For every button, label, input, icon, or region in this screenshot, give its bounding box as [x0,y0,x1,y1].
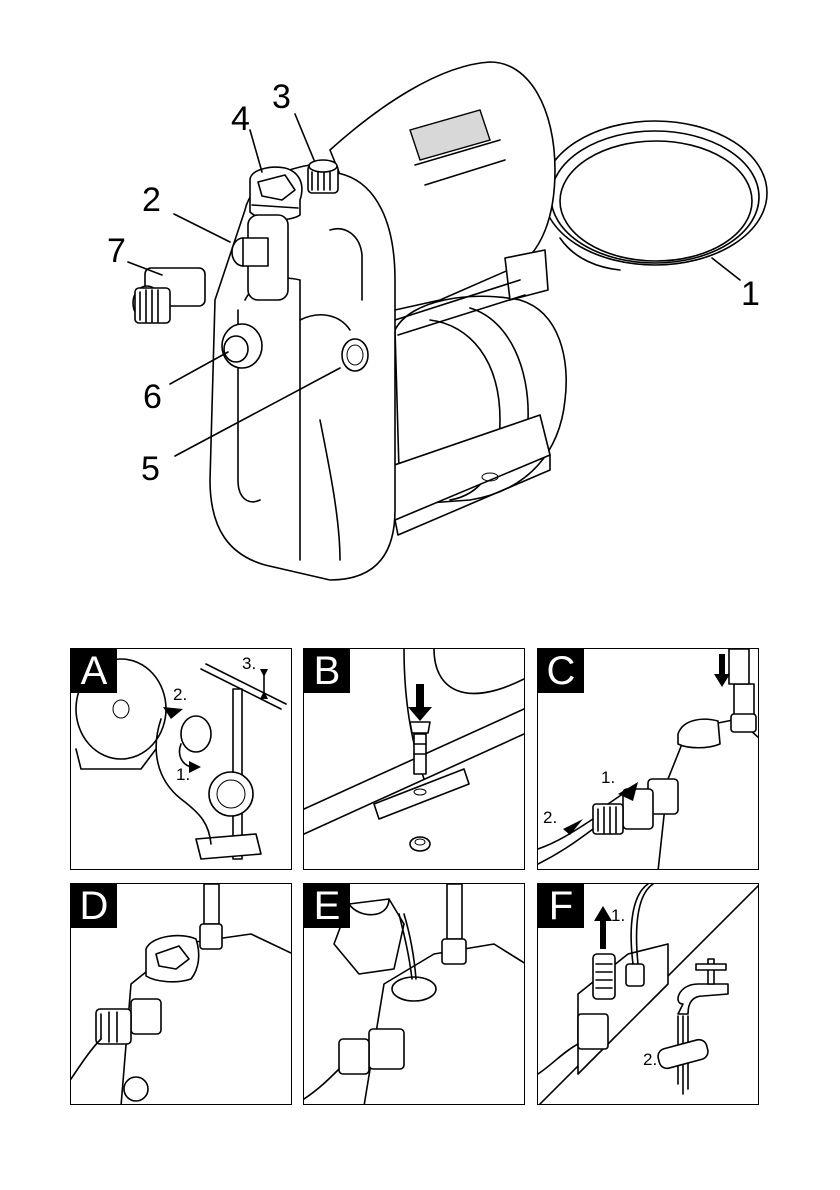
callout-4: 4 [231,102,250,136]
pump-front-body [210,165,395,580]
callout-5: 5 [141,452,160,486]
callout-7: 7 [107,234,126,268]
panel-letter: B [304,649,350,693]
pump-illustration [0,0,840,620]
step-label: 1. [601,769,615,786]
pressure-gauge [342,339,368,371]
step-label: 3. [242,655,256,672]
step-label: 2. [543,809,557,826]
panel-letter: D [71,884,117,928]
step-label: 1. [176,766,190,783]
step-label: 2. [173,686,187,703]
callout-1: 1 [741,277,760,311]
hose-coil [543,121,767,270]
hose-adapter [133,268,205,323]
panel-b: B [303,648,525,870]
step-label: 2. [643,1051,657,1068]
panel-f: F 1. 2. [537,883,759,1105]
outlet-connector [308,160,338,193]
step-label: 1. [611,907,625,924]
panel-letter: F [538,884,584,928]
drain-plug [222,324,262,368]
panel-letter: A [71,649,117,693]
panel-letter: E [304,884,350,928]
callout-6: 6 [143,380,162,414]
panel-d: D [70,883,292,1105]
panel-a: A 1. 2. 3. [70,648,292,870]
inlet-connector [232,238,268,266]
panel-c: C 1. 2. [537,648,759,870]
callout-2: 2 [142,183,161,217]
panel-e: E [303,883,525,1105]
callout-3: 3 [272,80,291,114]
panel-letter: C [538,649,584,693]
